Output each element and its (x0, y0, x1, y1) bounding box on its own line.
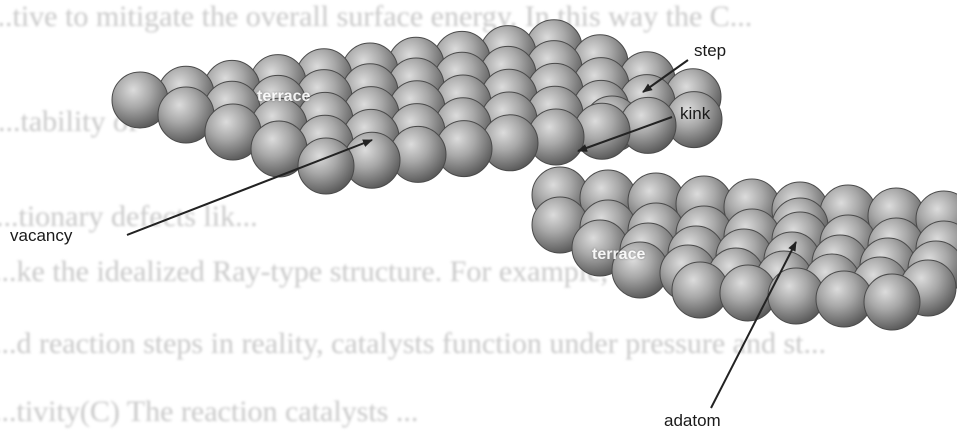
atom-lattice (112, 20, 957, 330)
terrace-lower-label: terrace (592, 246, 645, 264)
adatom-label: adatom (664, 411, 721, 431)
atom-sphere (864, 274, 920, 330)
atom-sphere (768, 268, 824, 324)
kink-label: kink (680, 104, 710, 124)
atom-sphere (672, 262, 728, 318)
step-label: step (694, 41, 726, 61)
vacancy-label: vacancy (10, 226, 72, 246)
atom-sphere (720, 265, 776, 321)
atom-sphere (816, 271, 872, 327)
terrace-upper-label: terrace (257, 88, 310, 106)
